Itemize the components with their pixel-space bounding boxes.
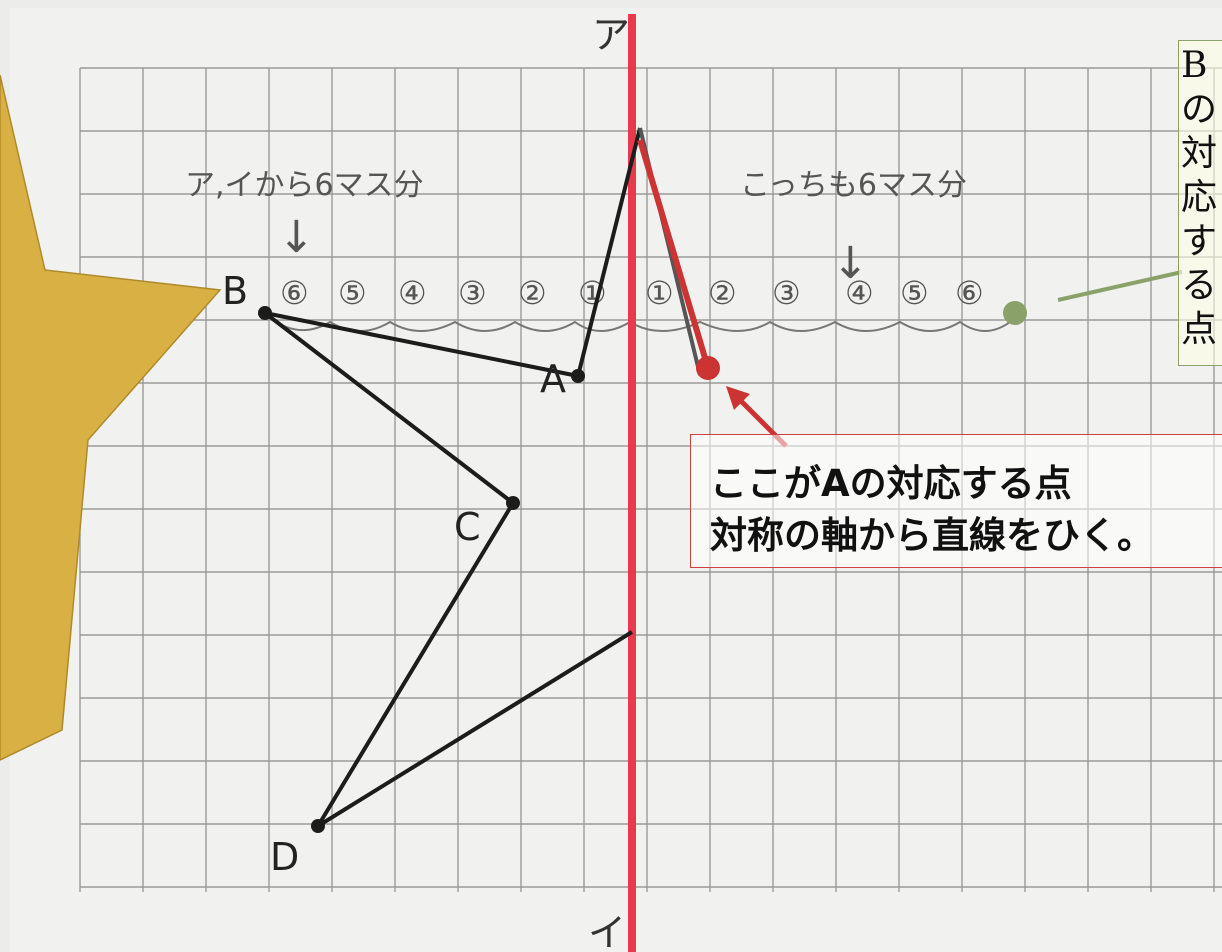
side-note-text: Bの対応する点	[1181, 45, 1218, 350]
star-shape	[0, 74, 222, 761]
count-right: ④	[845, 274, 874, 312]
corresponding-point-b-marker	[1003, 301, 1027, 325]
count-right: ③	[772, 274, 801, 312]
callout-text: ここがAの対応する点 対称の軸から直線をひく。	[710, 458, 1154, 562]
callout-line-1: ここがAの対応する点	[710, 462, 1072, 505]
count-right: ⑤	[900, 274, 929, 312]
count-marks-right: ① ② ③ ④ ⑤ ⑥	[645, 274, 984, 312]
vertex-label-b: B	[222, 269, 248, 313]
note-left-arrow: ↓	[278, 212, 315, 263]
count-left: ⑤	[338, 274, 367, 312]
vertex-label-d: D	[270, 835, 299, 879]
note-left: ア,イから6マス分	[185, 168, 424, 203]
count-right: ⑥	[955, 274, 984, 312]
count-right: ②	[708, 274, 737, 312]
reflected-segment-highlight	[637, 139, 711, 369]
callout-box	[690, 434, 1222, 568]
vertex-b-dot	[258, 306, 272, 320]
vertex-label-a: A	[540, 357, 566, 401]
side-note-leader	[1057, 270, 1183, 302]
vertex-c-dot	[506, 496, 520, 510]
count-marks-left: ⑥ ⑤ ④ ③ ② ①	[280, 274, 607, 312]
callout-line-2: 対称の軸から直線をひく。	[710, 514, 1154, 557]
callout-arrow-head	[726, 386, 750, 410]
side-note-box	[1178, 40, 1222, 366]
corresponding-point-a	[696, 356, 720, 380]
count-left: ②	[518, 274, 547, 312]
count-left: ④	[398, 274, 427, 312]
vertex-label-c: C	[454, 505, 481, 549]
figure-outline	[263, 127, 642, 828]
axis-label-top: ア	[592, 13, 630, 57]
count-left: ⑥	[280, 274, 309, 312]
vertex-a-dot	[571, 369, 585, 383]
axis-label-bottom: イ	[588, 911, 626, 952]
count-left: ③	[458, 274, 487, 312]
note-right-arrow: ↓	[832, 238, 869, 289]
vertex-d-dot	[311, 819, 325, 833]
note-right: こっちも6マス分	[740, 168, 967, 203]
count-right: ①	[645, 274, 674, 312]
